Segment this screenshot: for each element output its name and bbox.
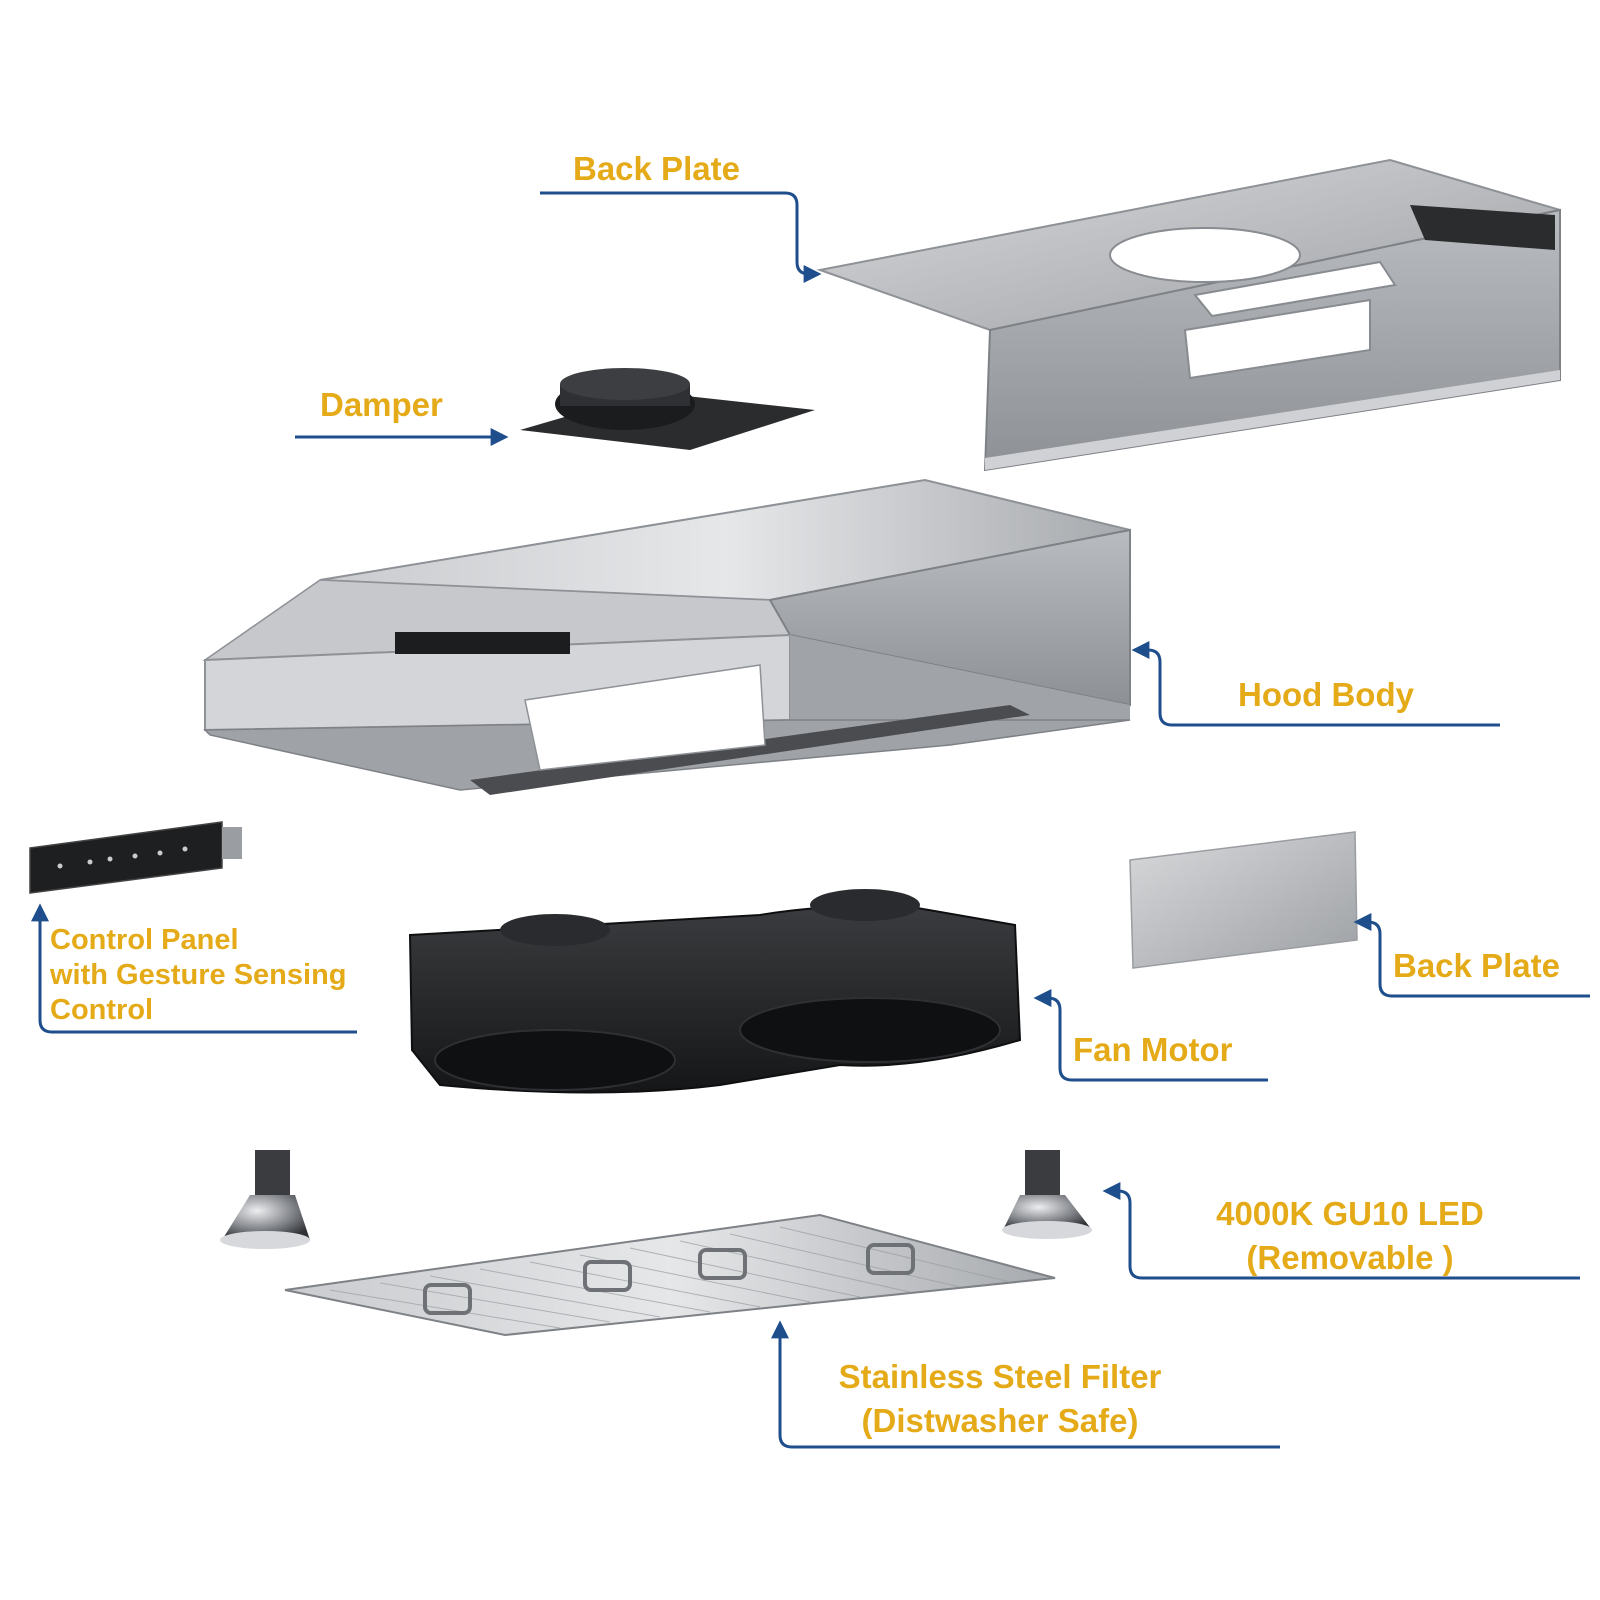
- label-damper: Damper: [320, 386, 443, 423]
- label-led-line2: (Removable ): [1246, 1239, 1454, 1276]
- label-filter-line2: (Distwasher Safe): [861, 1402, 1139, 1439]
- damper-part: [520, 368, 815, 450]
- back-plate-top-part: [816, 158, 1561, 472]
- leader-led: [1102, 1182, 1580, 1280]
- label-control-panel-line2: with Gesture Sensing: [50, 959, 347, 991]
- label-hood-body: Hood Body: [1238, 676, 1414, 713]
- back-plate-side-part: [1129, 831, 1358, 969]
- leader-hood-body: [1131, 641, 1500, 727]
- label-control-panel-line3: Control: [50, 994, 154, 1026]
- leader-control-panel: [31, 903, 357, 1034]
- label-fan-motor: Fan Motor: [1073, 1031, 1233, 1068]
- fan-motor-part: [408, 889, 1022, 1094]
- label-control-panel: Control Panel with Gesture Sensing Contr…: [50, 923, 347, 1028]
- led-bulb-left-part: [220, 1150, 310, 1249]
- label-back-plate-top: Back Plate: [573, 150, 740, 187]
- label-led-line1: 4000K GU10 LED: [1216, 1195, 1484, 1232]
- leader-lines: [31, 191, 1590, 1449]
- label-control-panel-line1: Control Panel: [50, 924, 239, 956]
- control-panel-part: [29, 821, 242, 894]
- led-bulb-right-part: [1002, 1150, 1092, 1239]
- label-filter: Stainless Steel Filter (Distwasher Safe): [800, 1355, 1200, 1443]
- label-filter-line1: Stainless Steel Filter: [838, 1358, 1162, 1395]
- label-led: 4000K GU10 LED (Removable ): [1170, 1192, 1530, 1280]
- filter-part: [284, 1213, 1056, 1337]
- leader-back-plate-top: [540, 191, 822, 283]
- hood-body-part: [202, 478, 1131, 795]
- label-back-plate-side: Back Plate: [1393, 947, 1560, 984]
- leader-back-plate-side: [1353, 913, 1590, 998]
- leader-filter: [771, 1320, 1280, 1449]
- leader-fan-motor: [1033, 989, 1268, 1082]
